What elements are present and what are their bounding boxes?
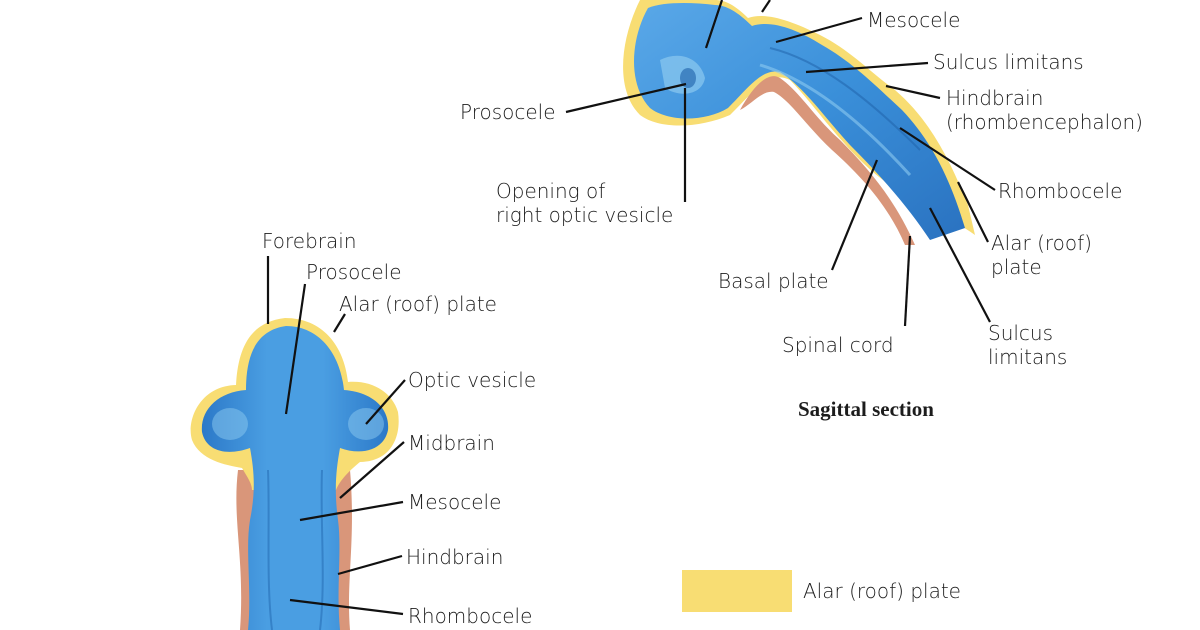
sagittal-section-caption: Sagittal section (798, 397, 934, 421)
sagittal-label-prosocele: Prosocele (460, 100, 556, 124)
frontal-view-figure (190, 318, 399, 630)
sagittal-label-basal-plate: Basal plate (718, 269, 829, 293)
sagittal-label-spinal-cord: Spinal cord (782, 333, 894, 357)
frontal-label-alar-roof-plate: Alar (roof) plate (339, 292, 497, 316)
legend-label-alar-plate: Alar (roof) plate (803, 579, 961, 603)
sagittal-label-alar-roof: Alar (roof) (991, 231, 1092, 255)
frontal-label-forebrain: Forebrain (262, 229, 357, 253)
sagittal-label-sulcus-limitans: Sulcus limitans (933, 50, 1084, 74)
frontal-label-rhombocele: Rhombocele (408, 604, 533, 628)
frontal-neural-tube (201, 326, 389, 630)
sagittal-label-plate: plate (991, 255, 1042, 279)
frontal-label-midbrain: Midbrain (408, 431, 495, 455)
sagittal-label-sulcus: Sulcus (988, 321, 1054, 345)
sagittal-label-rhombocele: Rhombocele (998, 179, 1123, 203)
sagittal-leader-lines (565, 0, 996, 327)
frontal-label-prosocele: Prosocele (306, 260, 402, 284)
frontal-label-hindbrain: Hindbrain (406, 545, 504, 569)
legend-swatch-alar (682, 570, 792, 612)
sagittal-neural-tube (634, 3, 965, 241)
sagittal-label-opening-of: Opening of (496, 179, 606, 203)
frontal-label-mesocele: Mesocele (408, 490, 502, 514)
sagittal-label-right-optic-vesicle: right optic vesicle (496, 203, 674, 227)
sagittal-label-limitans: limitans (988, 345, 1068, 369)
sagittal-label-hindbrain: Hindbrain (946, 86, 1044, 110)
sagittal-label-rhombencephalon: (rhombencephalon) (946, 110, 1143, 134)
sagittal-section-figure (623, 0, 975, 245)
frontal-label-optic-vesicle: Optic vesicle (408, 368, 537, 392)
sagittal-label-mesocele: Mesocele (867, 8, 961, 32)
frontal-leader-lines (266, 256, 406, 616)
sagittal-basal-plate (740, 76, 915, 245)
